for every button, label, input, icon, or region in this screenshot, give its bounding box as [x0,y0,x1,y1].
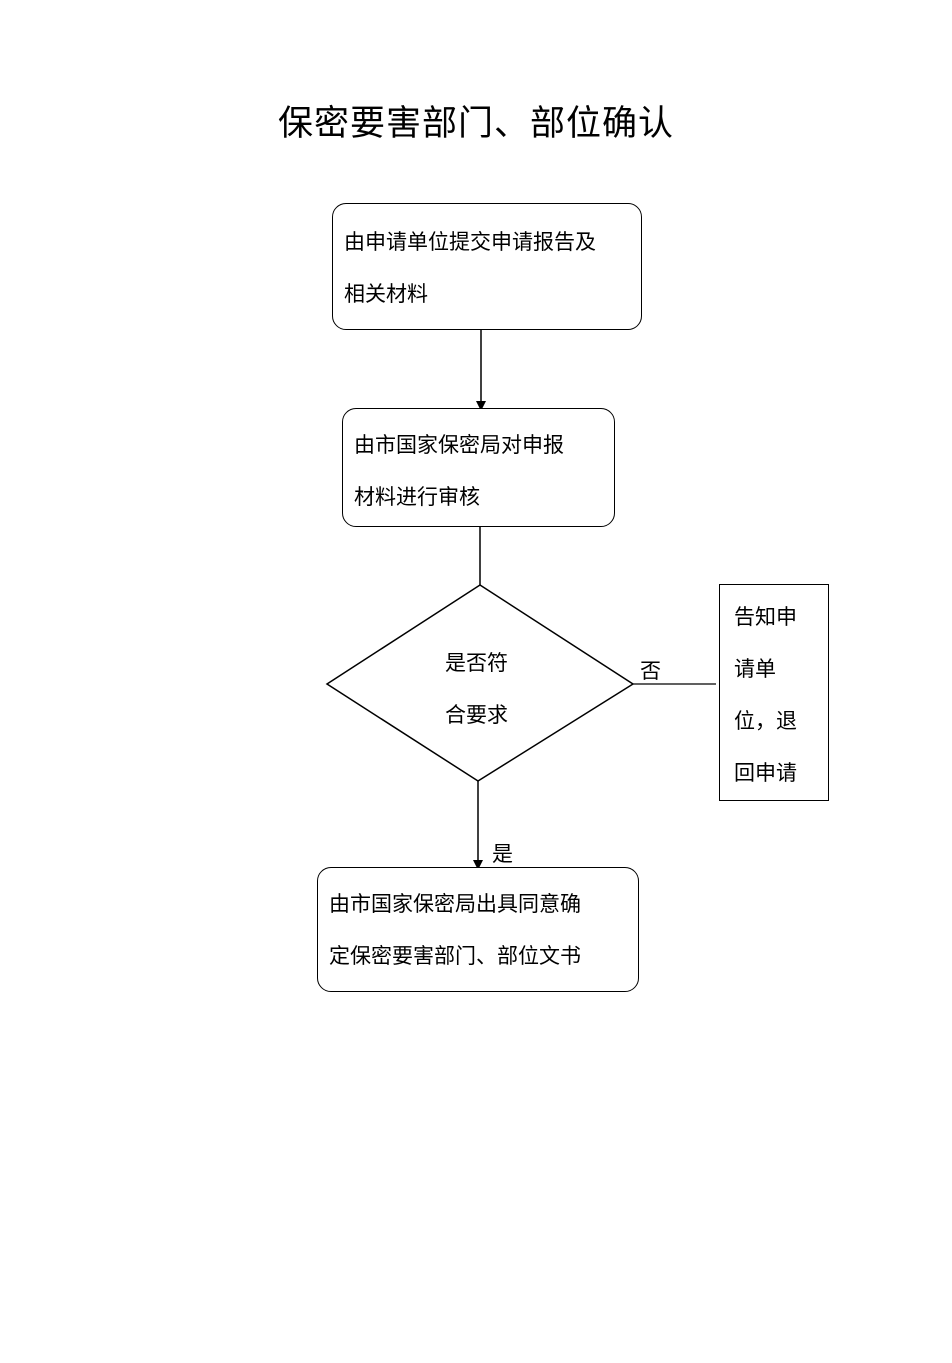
edge-label-no: 否 [640,659,661,683]
step-review-line1: 由市国家保密局对申报 [354,433,564,457]
step-approve-line2: 定保密要害部门、部位文书 [329,944,581,968]
step-reject-line3: 位，退 [734,709,797,733]
step-submit-box: 由申请单位提交申请报告及 相关材料 [332,203,642,330]
step-reject-box: 告知申 请单 位，退 回申请 [719,584,829,801]
step-approve-box: 由市国家保密局出具同意确 定保密要害部门、部位文书 [317,867,639,992]
edge-label-yes: 是 [492,842,513,866]
step-reject-line4: 回申请 [734,761,797,785]
step-approve-line1: 由市国家保密局出具同意确 [329,892,581,916]
step-submit-line2: 相关材料 [344,282,428,306]
decision-diamond [325,584,635,782]
step-reject-line2: 请单 [734,657,776,681]
step-review-line2: 材料进行审核 [354,485,480,509]
decision-text-line1: 是否符 [445,651,508,675]
step-submit-line1: 由申请单位提交申请报告及 [344,230,596,254]
decision-text-line2: 合要求 [445,703,508,727]
page-title: 保密要害部门、部位确认 [277,104,674,144]
step-reject-line1: 告知申 [734,605,797,629]
step-review-box: 由市国家保密局对申报 材料进行审核 [342,408,615,527]
